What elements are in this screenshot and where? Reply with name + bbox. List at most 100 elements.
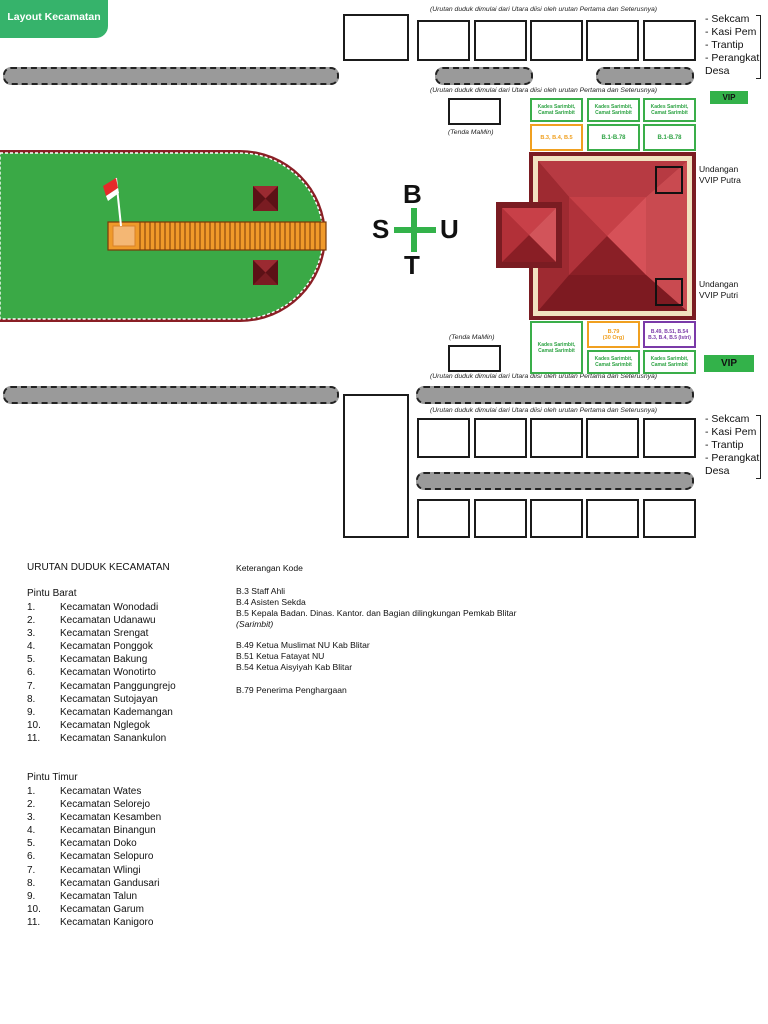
seat-block	[530, 499, 583, 538]
list-item: 11. Kecamatan Sanankulon	[27, 732, 227, 745]
list-item: 11.Kecamatan Kanigoro	[27, 916, 227, 929]
list-item: 4. Kecamatan Ponggok	[27, 640, 227, 653]
name: Kecamatan Selorejo	[60, 799, 151, 811]
text: Camat Sarimbit	[538, 347, 575, 354]
layout-title-badge: Layout Kecamatan	[0, 0, 108, 38]
role-line: - Kasi Pem	[705, 26, 757, 38]
side-roles-top: - Sekcam - Kasi Pem - Trantip - Perangka…	[703, 13, 759, 78]
tenda-mamin-box-bottom	[448, 345, 501, 372]
code-box-b79: B.79(30 Org)	[587, 321, 640, 348]
code-line: B.49 Ketua Muslimat NU Kab Blitar	[236, 640, 370, 650]
code-line: (Sarimbit)	[236, 619, 274, 629]
num: 5.	[27, 838, 36, 850]
pintu-timur-title: Pintu Timur	[27, 772, 78, 783]
barrier-top-mid	[435, 67, 533, 85]
tenda-mamin-label-top: (Tenda MaMin)	[448, 129, 494, 136]
num: 11.	[27, 732, 41, 744]
tenda-mamin-label-bottom: (Tenda MaMin)	[449, 334, 495, 341]
kades-sarimbit-box: Kades Sarimbit,Camat Sarimbit	[643, 98, 696, 122]
num: 7.	[27, 864, 36, 876]
kades-sarimbit-box: Kades Sarimbit,Camat Sarimbit	[530, 321, 583, 374]
order-note-bottom: (Urutan duduk dimulai dari Utara diisi o…	[430, 407, 658, 414]
text: Camat Sarimbit	[595, 362, 632, 368]
order-note-lower: (Urutan duduk dimulai dari Utara diisi o…	[430, 373, 658, 380]
seat-block	[586, 418, 639, 458]
list-item: 5. Kecamatan Doko	[27, 837, 227, 850]
text: Camat Sarimbit	[651, 110, 688, 116]
compass-north: B	[403, 179, 422, 209]
pintu-barat-title: Pintu Barat	[27, 588, 77, 599]
seat-block-large-bottom	[343, 394, 409, 538]
list-item: 2. Kecamatan Selorejo	[27, 798, 227, 811]
list-item: 9. Kecamatan Kademangan	[27, 706, 227, 719]
kades-sarimbit-box: Kades Sarimbit,Camat Sarimbit	[643, 350, 696, 374]
text: Camat Sarimbit	[538, 110, 575, 116]
text: B.3, B.4, B.5 (Istri)	[648, 334, 691, 341]
name: Kecamatan Sanankulon	[60, 732, 167, 744]
name: Kecamatan Wonodadi	[60, 602, 159, 613]
num: 4.	[27, 641, 36, 653]
num: 6.	[27, 851, 36, 863]
pintu-barat-list: 1.Kecamatan Wonodadi 2.Kecamatan Udanawu…	[27, 601, 227, 745]
tenda-mamin-box-top	[448, 98, 501, 125]
keterangan-title: Keterangan Kode	[236, 563, 303, 573]
list-item: 4.Kecamatan Binangun	[27, 824, 227, 837]
seat-block	[530, 418, 583, 458]
text: VVIP Putra	[699, 175, 741, 185]
list-item: 6. Kecamatan Selopuro	[27, 850, 227, 863]
list-item: 1. Kecamatan Wonodadi	[27, 601, 227, 614]
text: (30 Org)	[602, 334, 625, 341]
name: Kecamatan Ponggok	[60, 641, 153, 653]
list-item: 3.Kecamatan Kesamben	[27, 811, 227, 824]
name: Kecamatan Doko	[60, 838, 137, 850]
text: Kades Sarimbit,	[650, 356, 689, 362]
field-ceremony-ground	[0, 150, 327, 322]
seat-block	[417, 499, 470, 538]
role-line: Desa	[705, 465, 730, 477]
pintu-timur-list: 1.Kecamatan Wates 2.Kecamatan Selorejo 3…	[27, 785, 227, 929]
text: VVIP Putri	[699, 290, 739, 300]
order-note-top: (Urutan duduk dimulai dari Utara diisi o…	[430, 6, 658, 13]
name: Kecamatan Wonotirto	[60, 667, 156, 679]
text: Kades Sarimbit,	[650, 104, 689, 110]
role-line: - Trantip	[705, 439, 744, 451]
role-line: - Perangkat	[705, 452, 760, 464]
text: Kades Sarimbit,	[594, 356, 633, 362]
text: Camat Sarimbit	[595, 110, 632, 116]
barrier-top-left	[3, 67, 339, 85]
vip-badge-top: VIP	[710, 91, 748, 104]
num: 9.	[27, 890, 36, 902]
name: Kecamatan Wlingi	[60, 864, 141, 876]
text: Kades Sarimbit,	[537, 104, 576, 110]
role-line: - Perangkat	[705, 52, 760, 64]
seat-block-large-top	[343, 14, 409, 61]
kades-sarimbit-box: Kades Sarimbit,Camat Sarimbit	[530, 98, 583, 122]
seat-block	[417, 418, 470, 458]
name: Kecamatan Kademangan	[60, 706, 173, 718]
list-item: 7. Kecamatan Wlingi	[27, 864, 227, 877]
text: Kades Sarimbit,	[594, 104, 633, 110]
role-line: - Sekcam	[705, 13, 750, 25]
num: 9.	[27, 706, 36, 718]
name: Kecamatan Kanigoro	[60, 916, 154, 928]
barrier-top-right	[596, 67, 694, 85]
code-box-b1-b78: B.1-B.78	[587, 124, 640, 151]
code-line: B.5 Kepala Badan. Dinas. Kantor. dan Bag…	[236, 608, 517, 618]
text: B.49, B.51, B.54	[650, 328, 689, 335]
order-note-upper: (Urutan duduk dimulai dari Utara diisi o…	[430, 87, 658, 94]
list-item: 8.Kecamatan Gandusari	[27, 877, 227, 890]
name: Kecamatan Panggungrejo	[60, 680, 176, 692]
role-line: - Sekcam	[705, 413, 750, 425]
compass-east: U	[440, 214, 459, 244]
name: Kecamatan Selopuro	[60, 851, 154, 863]
name: Kecamatan Gandusari	[60, 877, 160, 889]
num: 2.	[27, 799, 36, 811]
seat-block	[530, 20, 583, 61]
list-item: 5.Kecamatan Bakung	[27, 653, 227, 666]
name: Kecamatan Binangun	[60, 825, 156, 837]
bracket	[756, 15, 761, 79]
name: Kecamatan Udanawu	[60, 615, 156, 627]
code-line: B.3 Staff Ahli	[236, 586, 286, 596]
name: Kecamatan Srengat	[60, 628, 149, 640]
num: 1.	[27, 602, 36, 613]
